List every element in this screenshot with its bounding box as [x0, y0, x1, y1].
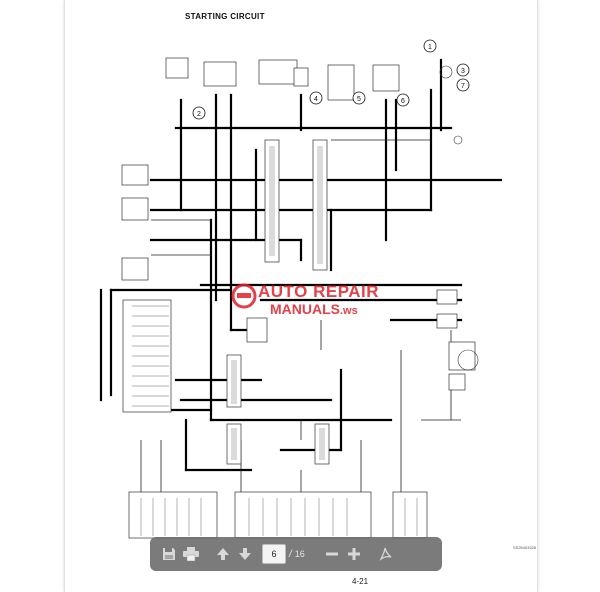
callout-2 [192, 106, 206, 120]
previous-page-button[interactable] [212, 543, 234, 565]
adobe-acrobat-icon [379, 547, 392, 561]
save-icon [163, 548, 175, 560]
next-page-button[interactable] [234, 543, 256, 565]
starting-circuit-diagram: 1 2 3 4 5 6 7 [99, 39, 503, 539]
next-page-icon [239, 548, 251, 560]
acrobat-button[interactable] [375, 543, 397, 565]
page-title: STARTING CIRCUIT [185, 12, 265, 21]
watermark-suffix: .ws [340, 305, 358, 317]
print-button[interactable] [180, 543, 202, 565]
pdf-page: 1 2 3 4 5 6 7 STARTING CIRCUIT SS2540332… [64, 0, 538, 592]
callout-label: 3 [461, 68, 465, 75]
callout-label: 7 [461, 83, 465, 90]
callout-6 [396, 93, 410, 107]
zoom-in-icon [347, 548, 360, 560]
zoom-in-button[interactable] [343, 543, 365, 565]
callout-1 [423, 39, 437, 53]
callout-label: 5 [357, 96, 361, 103]
callout-5 [352, 91, 366, 105]
current-page-input[interactable]: 6 [262, 544, 286, 564]
zoom-out-button[interactable] [321, 543, 343, 565]
page-separator: / [289, 548, 292, 560]
callout-label: 6 [401, 98, 405, 105]
callout-label: 1 [428, 44, 432, 51]
print-icon [183, 547, 199, 561]
watermark-line2: MANUALS.ws [270, 301, 358, 317]
page-footer-number: 4-21 [352, 577, 369, 586]
document-code: SS25403326 [513, 545, 537, 550]
zoom-out-icon [325, 552, 338, 556]
save-button[interactable] [158, 543, 180, 565]
callout-3 [456, 63, 470, 77]
callout-7 [456, 78, 470, 92]
total-pages: 16 [294, 549, 305, 559]
watermark-line1: AUTO REPAIR [258, 282, 380, 301]
callout-label: 2 [197, 111, 201, 118]
callout-4 [309, 91, 323, 105]
previous-page-icon [217, 548, 229, 560]
pdf-toolbar: 6 / 16 [150, 537, 442, 571]
watermark-text: MANUALS [270, 301, 340, 317]
callout-label: 4 [314, 96, 318, 103]
